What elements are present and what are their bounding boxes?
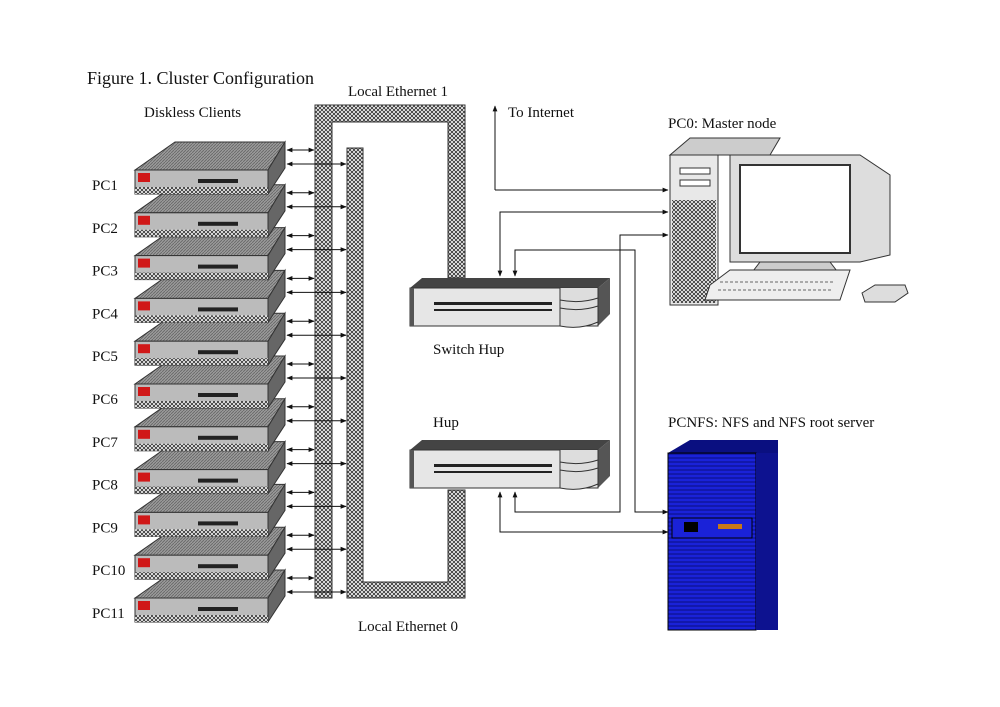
client-label: PC10 (92, 563, 125, 579)
label-switch-hub: Switch Hup (433, 342, 504, 358)
label-diskless-clients: Diskless Clients (144, 105, 241, 121)
label-master-node: PC0: Master node (668, 116, 777, 132)
client-label: PC9 (92, 520, 118, 536)
client-label: PC2 (92, 221, 118, 237)
figure-title: Figure 1. Cluster Configuration (87, 68, 314, 88)
nfs-server-tower (667, 440, 778, 631)
label-local-ethernet-0: Local Ethernet 0 (358, 619, 458, 635)
network-links (492, 105, 669, 535)
client-label: PC1 (92, 178, 118, 194)
client-label: PC7 (92, 435, 118, 451)
client-pc (133, 140, 286, 196)
label-local-ethernet-1: Local Ethernet 1 (348, 84, 448, 100)
label-to-internet: To Internet (508, 105, 575, 121)
master-node-computer (668, 137, 909, 306)
switch-hub-device (409, 278, 610, 328)
local-ethernet-0-bus (346, 147, 466, 599)
client-label: PC8 (92, 478, 118, 494)
client-label: PC11 (92, 606, 125, 622)
label-nfs-server: PCNFS: NFS and NFS root server (668, 415, 874, 431)
client-label: PC5 (92, 349, 118, 365)
client-label: PC3 (92, 264, 118, 280)
client-label: PC6 (92, 392, 118, 408)
client-stack: PC11 PC10 PC9 PC8 PC7 PC6 PC5 PC4 PC3 PC2 PC1 (92, 140, 347, 624)
hub-device (409, 440, 610, 490)
label-hub: Hup (433, 415, 459, 431)
client-label: PC4 (92, 306, 118, 322)
